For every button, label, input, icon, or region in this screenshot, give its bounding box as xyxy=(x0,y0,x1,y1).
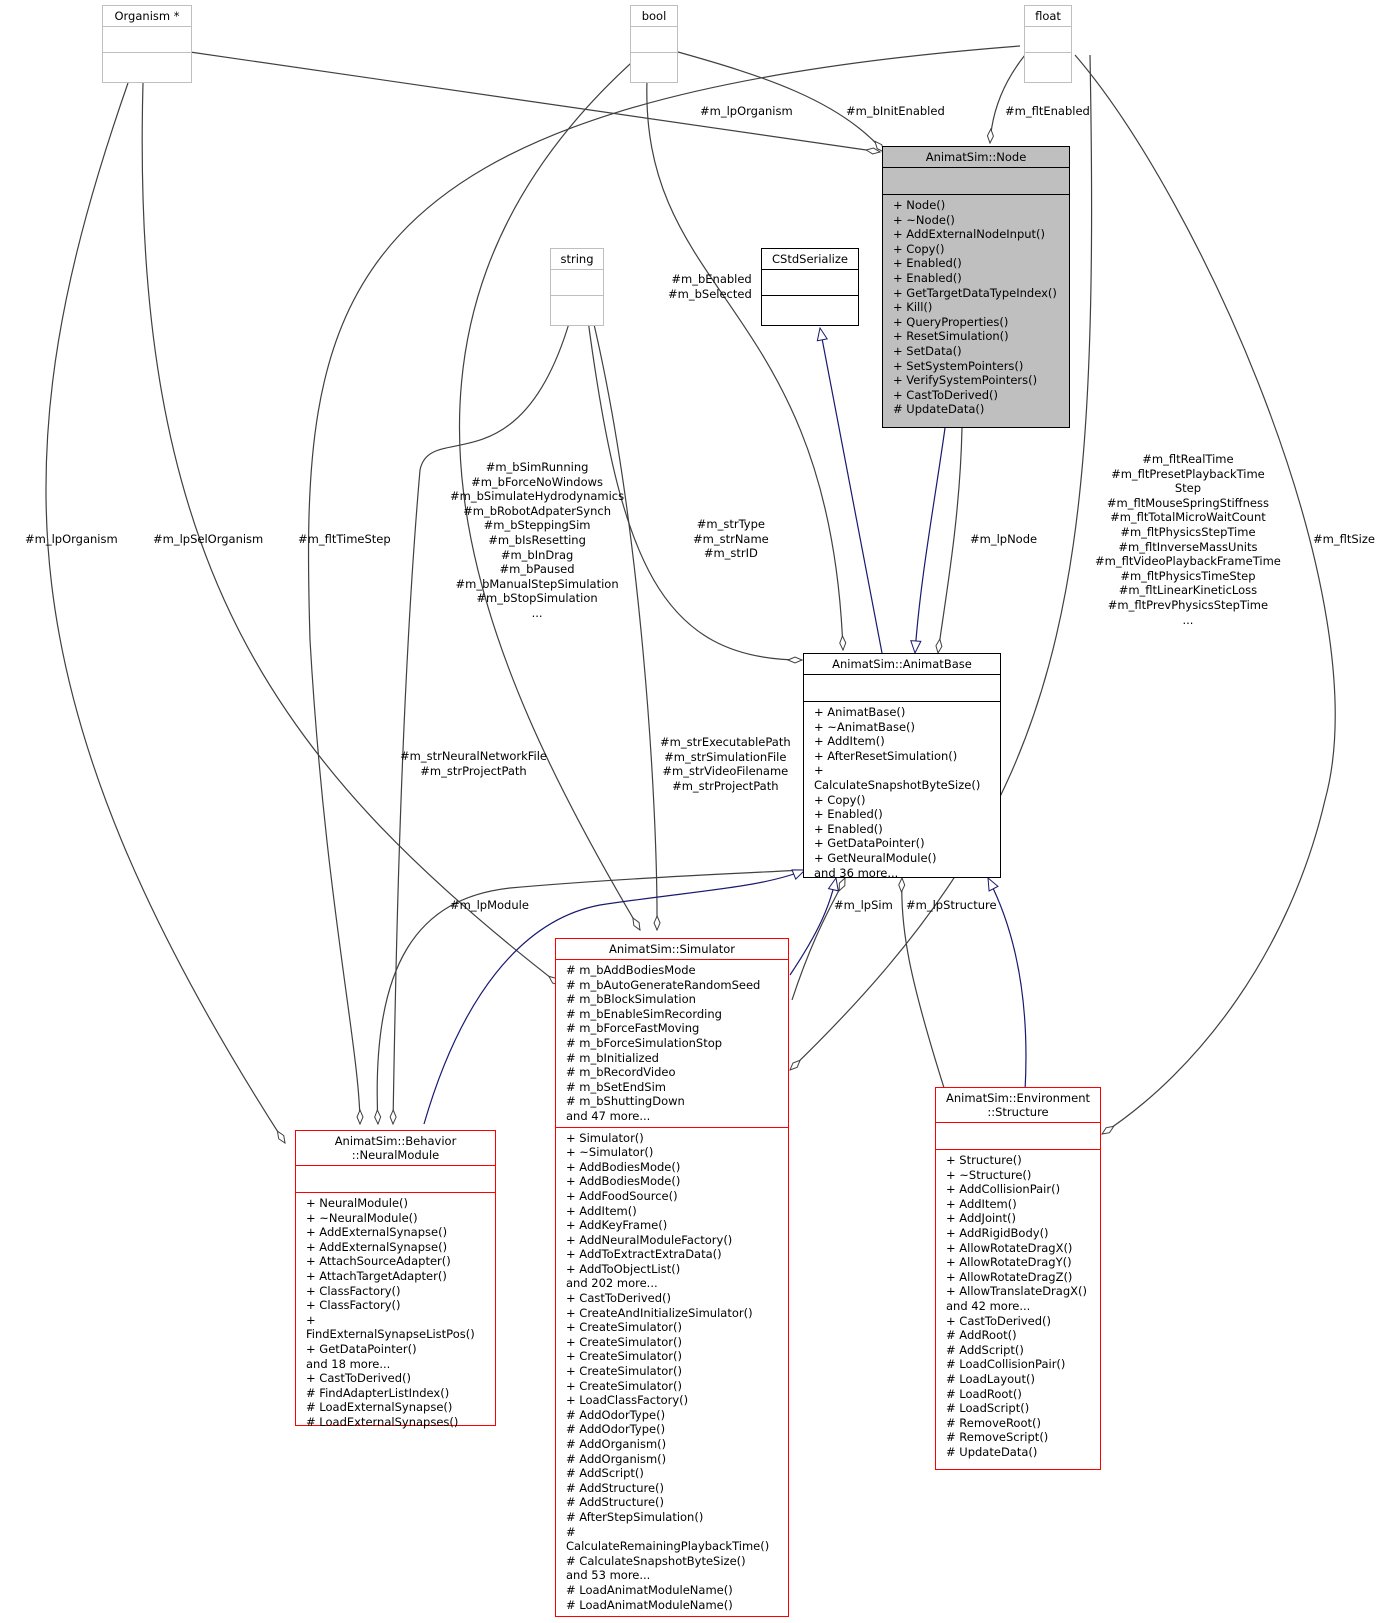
edge-float-structure xyxy=(1074,54,1336,1134)
class-operations xyxy=(551,295,603,321)
class-attributes xyxy=(936,1122,1100,1149)
edge-label-nm-organism: #m_lpOrganism xyxy=(25,532,118,546)
class-neuralmodule[interactable]: AnimatSim::Behavior ::NeuralModule + Neu… xyxy=(295,1130,496,1429)
edge-label-node-organism: #m_lpOrganism xyxy=(700,104,793,118)
class-node[interactable]: AnimatSim::Node + Node() + ~Node() + Add… xyxy=(882,146,1070,428)
class-operations: + Structure() + ~Structure() + AddCollis… xyxy=(936,1149,1100,1462)
edge-node-base xyxy=(938,427,963,653)
edge-organism-sim xyxy=(141,82,560,985)
class-attributes xyxy=(551,269,603,295)
class-structure[interactable]: AnimatSim::Environment ::Structure + Str… xyxy=(935,1087,1101,1470)
inherit-base-cstdserialize xyxy=(820,328,883,654)
class-title: AnimatSim::Simulator xyxy=(608,942,736,956)
class-title: AnimatSim::AnimatBase xyxy=(832,657,972,671)
edge-label-struct-float: #m_fltSize xyxy=(1313,532,1375,546)
class-operations: + Simulator() + ~Simulator() + AddBodies… xyxy=(556,1126,788,1616)
class-attributes xyxy=(103,26,191,52)
edge-sim-base xyxy=(791,878,846,1001)
class-title: Organism * xyxy=(114,9,180,23)
class-attributes xyxy=(296,1165,495,1192)
edge-float-nm xyxy=(307,45,1021,1124)
edge-bool-sim xyxy=(459,54,640,930)
class-title: float xyxy=(1035,9,1061,23)
class-attributes xyxy=(762,269,858,295)
class-simulator[interactable]: AnimatSim::Simulator # m_bAddBodiesMode … xyxy=(555,938,789,1617)
class-attributes: # m_bAddBodiesMode # m_bAutoGenerateRand… xyxy=(556,959,788,1127)
class-attributes xyxy=(883,167,1069,194)
edge-label-sim-float: #m_fltRealTime #m_fltPresetPlaybackTime … xyxy=(1095,452,1281,627)
class-bool[interactable]: bool xyxy=(630,5,678,83)
edge-label-sim-bool: #m_bSimRunning #m_bForceNoWindows #m_bSi… xyxy=(450,460,625,620)
edge-float-sim xyxy=(790,54,1093,1070)
edge-label-node-fltenabled: #m_fltEnabled xyxy=(1005,104,1090,118)
edge-string-sim xyxy=(592,319,657,930)
edge-label-nm-module: #m_lpModule xyxy=(450,898,529,912)
class-operations xyxy=(762,295,858,321)
class-title: AnimatSim::Behavior ::NeuralModule xyxy=(334,1134,457,1162)
inherit-structure-base xyxy=(988,878,1027,1092)
class-attributes xyxy=(1025,26,1071,52)
class-cstdserialize[interactable]: CStdSerialize xyxy=(761,248,859,326)
edge-base-nm xyxy=(377,869,806,1124)
edge-structure-base xyxy=(902,878,946,1092)
edge-label-nm-float: #m_fltTimeStep xyxy=(298,532,391,546)
class-string[interactable]: string xyxy=(550,248,604,326)
edge-label-base-bool: #m_bEnabled #m_bSelected xyxy=(668,272,752,301)
class-operations: + NeuralModule() + ~NeuralModule() + Add… xyxy=(296,1192,495,1433)
class-title: AnimatSim::Environment ::Structure xyxy=(946,1091,1090,1119)
edge-string-nm xyxy=(393,319,571,1124)
edge-bool-base xyxy=(646,79,843,650)
class-operations xyxy=(631,52,677,78)
edge-label-base-sim: #m_lpSim xyxy=(834,898,893,912)
inherit-node-base xyxy=(915,427,946,653)
class-animatbase[interactable]: AnimatSim::AnimatBase + AnimatBase() + ~… xyxy=(803,653,1001,880)
class-float[interactable]: float xyxy=(1024,5,1072,83)
edge-label-nm-string: #m_strNeuralNetworkFile #m_strProjectPat… xyxy=(400,749,548,778)
inherit-sim-base xyxy=(789,878,836,976)
edge-bool-node xyxy=(677,51,884,152)
inherit-nm-base xyxy=(423,870,805,1125)
class-attributes xyxy=(804,674,1000,701)
edge-label-base-node: #m_lpNode xyxy=(970,532,1038,546)
class-attributes xyxy=(631,26,677,52)
edge-label-base-string: #m_strType #m_strName #m_strID xyxy=(693,517,769,561)
class-organism[interactable]: Organism * xyxy=(102,5,192,83)
class-title: AnimatSim::Node xyxy=(925,150,1027,164)
edge-organism-node xyxy=(189,51,880,152)
class-title: string xyxy=(560,252,594,266)
class-title: bool xyxy=(641,9,667,23)
edge-label-node-initenabled: #m_bInitEnabled xyxy=(846,104,945,118)
edge-string-base xyxy=(587,319,802,660)
edge-label-sim-organism: #m_lpSelOrganism xyxy=(153,532,264,546)
edge-label-sim-string: #m_strExecutablePath #m_strSimulationFil… xyxy=(660,735,791,793)
edge-label-base-structure: #m_lpStructure xyxy=(906,898,997,912)
class-operations: + AnimatBase() + ~AnimatBase() + AddItem… xyxy=(804,701,1000,883)
edge-float-node xyxy=(990,54,1026,143)
class-operations xyxy=(1025,52,1071,78)
edge-organism-nm xyxy=(45,82,285,1143)
class-operations xyxy=(103,52,191,78)
class-title: CStdSerialize xyxy=(772,252,848,266)
class-operations: + Node() + ~Node() + AddExternalNodeInpu… xyxy=(883,194,1069,420)
